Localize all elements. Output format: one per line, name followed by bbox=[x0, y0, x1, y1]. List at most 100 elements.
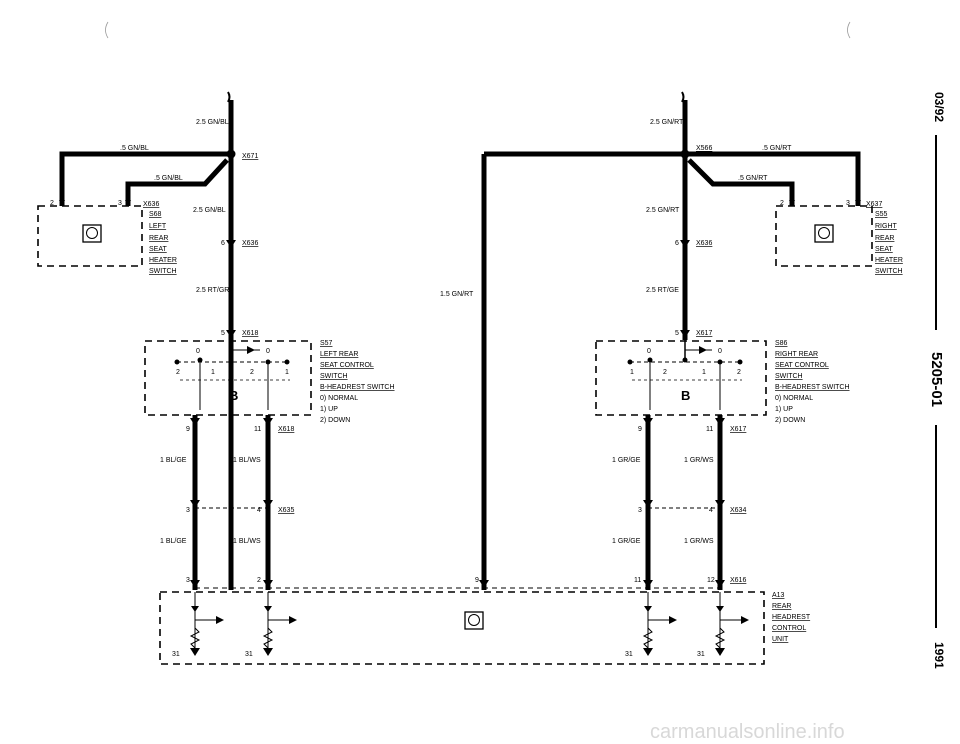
connector-label: X616 bbox=[730, 577, 746, 584]
resistor-symbol bbox=[189, 627, 201, 649]
s55-box bbox=[775, 205, 873, 267]
scan-mark bbox=[105, 21, 109, 39]
ground-symbol bbox=[190, 648, 200, 656]
wire-label: .5 GN/RT bbox=[738, 175, 768, 182]
pin-number: 2 bbox=[176, 369, 180, 376]
resistor-symbol bbox=[262, 627, 274, 649]
splice-x671 bbox=[226, 149, 236, 159]
side-code: 5205-01 bbox=[928, 352, 945, 407]
pin-number: 1 bbox=[211, 369, 215, 376]
wire-break-symbol bbox=[227, 91, 231, 103]
a13-box bbox=[159, 591, 765, 665]
s86-box bbox=[595, 340, 767, 416]
wire-label: 1 GR/GE bbox=[612, 457, 641, 464]
wire-label: 1 BL/WS bbox=[233, 538, 261, 545]
component-text: UNIT bbox=[772, 636, 789, 643]
ground-number: 31 bbox=[172, 651, 180, 658]
s86-contact bbox=[682, 357, 688, 363]
wire-label: 1 GR/GE bbox=[612, 538, 641, 545]
component-text: RIGHT bbox=[875, 223, 898, 230]
internal-arrow bbox=[669, 616, 677, 624]
s57-contact bbox=[174, 359, 180, 365]
diode-symbol bbox=[264, 606, 272, 612]
internal-arrow bbox=[289, 616, 297, 624]
connector-arrow bbox=[855, 200, 861, 206]
wire-break-symbol bbox=[681, 91, 685, 103]
s57-contact bbox=[284, 359, 290, 365]
wire-left-branch2 bbox=[125, 158, 229, 206]
wire-label: .5 GN/BL bbox=[154, 175, 183, 182]
component-id: S57 bbox=[320, 340, 333, 347]
component-id: S55 bbox=[875, 211, 888, 218]
pin-number: 2 bbox=[780, 200, 784, 207]
pin-number: 6 bbox=[675, 240, 679, 247]
connector-label: X617 bbox=[730, 426, 746, 433]
pin-number: 12 bbox=[707, 577, 715, 584]
connector-arrow bbox=[263, 418, 273, 426]
side-strip: 03/92 5205-01 1991 bbox=[928, 92, 946, 669]
s86-contact bbox=[627, 359, 633, 365]
ground-number: 31 bbox=[245, 651, 253, 658]
connector-arrow bbox=[125, 200, 131, 206]
right-circuit bbox=[595, 91, 873, 590]
pin-number: 1 bbox=[630, 369, 634, 376]
pin-number: 2 bbox=[257, 577, 261, 584]
component-text: 1) UP bbox=[320, 406, 338, 413]
pin-number: 3 bbox=[118, 200, 122, 207]
diode-symbol bbox=[191, 606, 199, 612]
component-text: REAR bbox=[772, 603, 791, 610]
ground-symbol bbox=[263, 648, 273, 656]
side-year: 1991 bbox=[932, 642, 946, 669]
internal-arrow bbox=[741, 616, 749, 624]
wire-right-branch2 bbox=[687, 158, 795, 206]
heater-switch-icon-dial bbox=[818, 227, 830, 239]
component-text: SWITCH bbox=[149, 268, 177, 275]
component-text: REAR bbox=[149, 235, 168, 242]
component-text: SWITCH bbox=[875, 268, 903, 275]
connector-arrow bbox=[680, 330, 690, 338]
connector-arrow bbox=[190, 418, 200, 426]
pin-number: 9 bbox=[186, 426, 190, 433]
scan-mark bbox=[847, 21, 851, 39]
s86-label-block: S86 RIGHT REAR SEAT CONTROL SWITCH B-HEA… bbox=[775, 340, 850, 424]
connector-arrow bbox=[715, 580, 725, 588]
connector-label: X636 bbox=[143, 201, 159, 208]
component-id: A13 bbox=[772, 592, 785, 599]
a13-unit bbox=[159, 587, 765, 665]
s57-label-block: S57 LEFT REAR SEAT CONTROL SWITCH B-HEAD… bbox=[320, 340, 395, 424]
wire-label: .5 GN/BL bbox=[120, 145, 149, 152]
connector-label: X636 bbox=[696, 240, 712, 247]
s68-box bbox=[37, 205, 143, 267]
component-text: B-HEADREST SWITCH bbox=[775, 384, 850, 391]
diode-symbol bbox=[644, 606, 652, 612]
side-date: 03/92 bbox=[932, 92, 946, 122]
control-unit-icon-dial bbox=[468, 614, 480, 626]
wire-right-branch bbox=[685, 151, 861, 206]
wire-label: 2.5 RT/GE bbox=[646, 287, 679, 294]
connector-arrow bbox=[263, 500, 273, 508]
s57-arrow bbox=[247, 346, 255, 354]
pin-number: 0 bbox=[266, 348, 270, 355]
connector-arrow bbox=[680, 240, 690, 248]
component-text: B-HEADREST SWITCH bbox=[320, 384, 395, 391]
pin-number: 2 bbox=[50, 200, 54, 207]
pin-number: 9 bbox=[638, 426, 642, 433]
connector-label: X618 bbox=[278, 426, 294, 433]
component-text: CONTROL bbox=[772, 625, 806, 632]
watermark: carmanualsonline.info bbox=[650, 721, 845, 743]
switch-letter: B bbox=[229, 388, 238, 403]
pin-number: 3 bbox=[846, 200, 850, 207]
component-text: RIGHT REAR bbox=[775, 351, 818, 358]
left-circuit bbox=[37, 91, 312, 590]
heater-switch-icon-dial bbox=[86, 227, 98, 239]
component-text: 0) NORMAL bbox=[320, 395, 358, 402]
component-text: 0) NORMAL bbox=[775, 395, 813, 402]
connector-label: X636 bbox=[242, 240, 258, 247]
s55-label-block: S55 RIGHT REAR SEAT HEATER SWITCH bbox=[875, 211, 903, 275]
component-text: 2) DOWN bbox=[775, 417, 805, 424]
pin-number: 5 bbox=[675, 330, 679, 337]
s57-box bbox=[144, 340, 312, 416]
wire-label: 1 GR/WS bbox=[684, 457, 714, 464]
component-id: S68 bbox=[149, 211, 162, 218]
